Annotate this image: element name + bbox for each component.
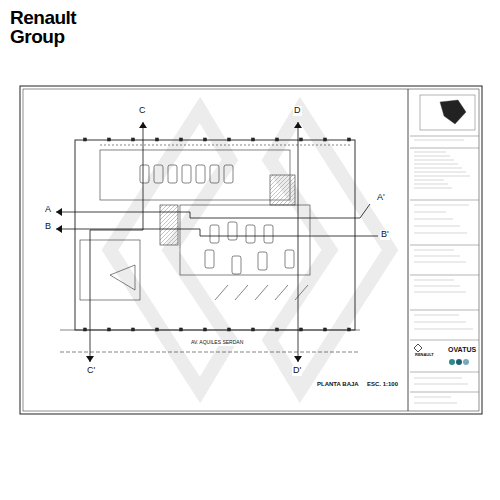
- section-mark: A': [376, 193, 386, 203]
- brand-logo: Renault Group: [10, 8, 90, 46]
- drawing-label: ESC. 1:100: [366, 381, 399, 388]
- section-mark: D: [293, 106, 302, 116]
- company-logo-text: RENAULT: [414, 353, 435, 357]
- company-logo-text: OVATUS: [447, 346, 477, 354]
- section-mark: C': [86, 366, 96, 376]
- section-mark: B: [44, 222, 52, 232]
- section-mark: C: [138, 106, 147, 116]
- drawing-label: AV. AQUILES SERDAN: [190, 340, 244, 346]
- section-mark: D': [292, 366, 302, 376]
- section-mark: B': [380, 230, 390, 240]
- section-mark: A: [44, 205, 52, 215]
- drawing-label: PLANTA BAJA: [316, 381, 360, 388]
